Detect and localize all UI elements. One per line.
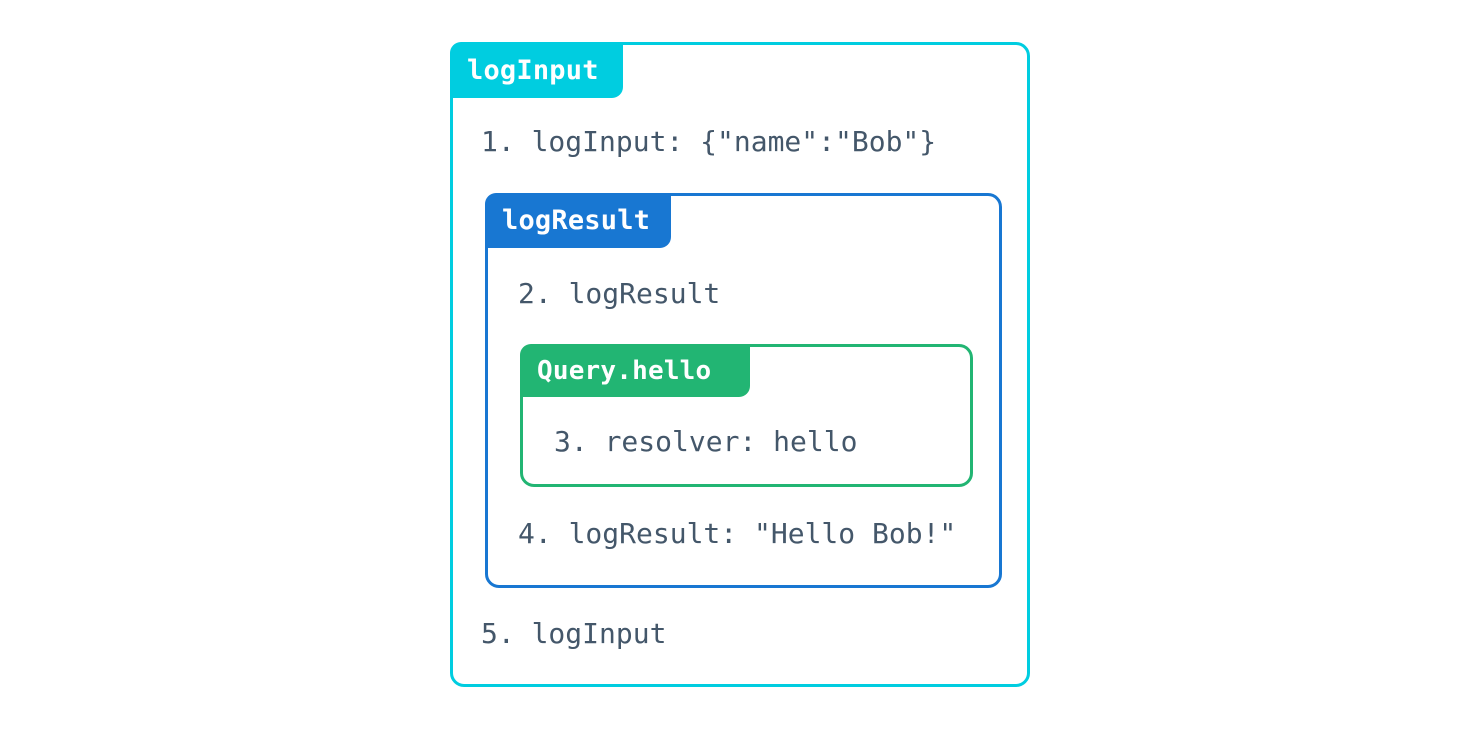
trace-line-4-log-result: 4. logResult: "Hello Bob!" [518, 517, 957, 550]
trace-line-2-log-result: 2. logResult [518, 277, 721, 310]
trace-line-5-log-input: 5. logInput [481, 617, 667, 650]
trace-box-query-hello: Query.hello 3. resolver: hello [520, 344, 973, 487]
trace-box-log-result: logResult 2. logResult Query.hello 3. re… [485, 193, 1002, 588]
trace-line-1-log-input: 1. logInput: {"name":"Bob"} [481, 125, 937, 158]
trace-box-log-input: logInput 1. logInput: {"name":"Bob"} log… [450, 42, 1030, 687]
trace-tab-query-hello[interactable]: Query.hello [520, 344, 750, 397]
trace-tab-log-input[interactable]: logInput [450, 42, 623, 98]
trace-line-3-resolver-hello: 3. resolver: hello [554, 425, 858, 458]
trace-tab-log-result[interactable]: logResult [485, 193, 671, 248]
